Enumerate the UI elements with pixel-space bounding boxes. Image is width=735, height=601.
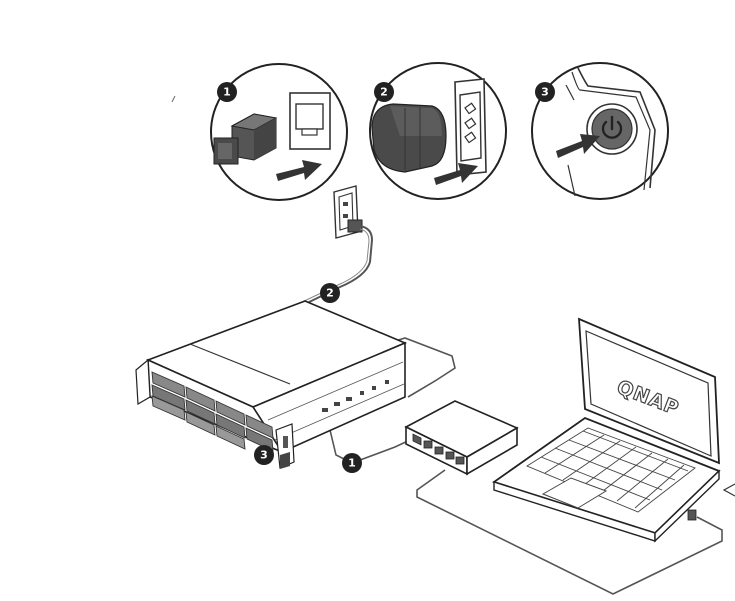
power-icon xyxy=(601,115,623,139)
power-plug xyxy=(371,103,447,173)
callout-power-button: 3 xyxy=(531,62,669,200)
laptop-keyboard xyxy=(526,427,696,513)
network-switch xyxy=(404,400,519,476)
svg-text:3: 3 xyxy=(260,449,268,462)
step-badge-1: 1 xyxy=(217,82,237,102)
power-button xyxy=(586,103,638,155)
step-badge-3: 3 xyxy=(535,82,555,102)
laptop: QNAP xyxy=(491,317,735,543)
network-cable-badge: 1 xyxy=(342,453,362,473)
svg-text:1: 1 xyxy=(348,457,356,470)
power-button-badge: 3 xyxy=(254,445,274,465)
arrow-right-icon xyxy=(276,160,322,181)
ethernet-port xyxy=(289,92,331,150)
callout-network-connection: 1 xyxy=(210,63,348,201)
step-badge-2: 2 xyxy=(374,82,394,102)
switch-ports xyxy=(412,433,465,465)
svg-text:1: 1 xyxy=(223,86,231,99)
svg-text:2: 2 xyxy=(326,287,334,300)
arrow-right-icon xyxy=(434,163,478,185)
ethernet-plug xyxy=(213,113,278,165)
arrow-right-icon xyxy=(556,134,600,158)
svg-text:3: 3 xyxy=(541,86,549,99)
callout-power-connection: 2 xyxy=(369,62,507,200)
power-cable xyxy=(299,225,374,306)
power-inlet xyxy=(454,78,487,176)
nas-rack-server: 3 xyxy=(135,300,408,469)
svg-text:2: 2 xyxy=(380,86,388,99)
laptop-touchpad xyxy=(541,477,608,509)
power-cable-badge: 2 xyxy=(320,283,340,303)
network-cable-switch-laptop xyxy=(416,469,723,595)
wall-outlet xyxy=(333,185,363,239)
